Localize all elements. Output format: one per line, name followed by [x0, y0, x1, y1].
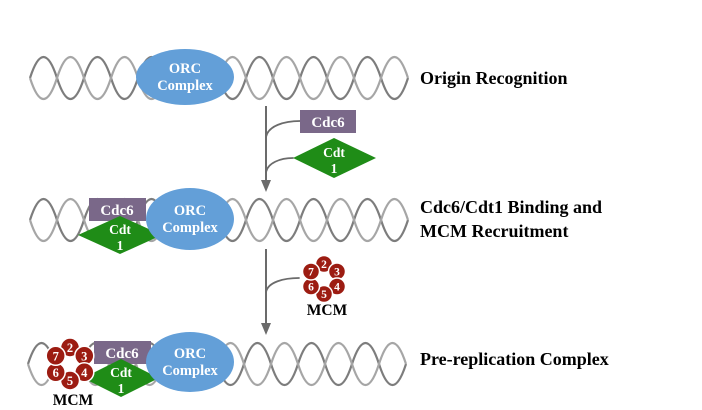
mcm-ring-label-arrow2: MCM	[307, 302, 348, 319]
orc-label-line2-row2: Complex	[162, 220, 218, 236]
mcm-ring-arrow2: 2 3 4 5 6 7	[301, 254, 347, 304]
cdt1-diamond-row3	[83, 359, 159, 397]
orc-label-line1-row1: ORC	[169, 61, 201, 77]
mcm-subunit-7-circle	[45, 345, 66, 367]
mcm-branch-connector	[265, 277, 300, 293]
mcm-ring-label-row3: MCM	[53, 392, 94, 409]
down-arrow-1-head	[261, 180, 271, 192]
cdc6-label-row2: Cdc6	[100, 203, 134, 219]
orc-complex-ellipse-row3	[146, 332, 234, 392]
mcm-subunit-5-number: 5	[321, 289, 327, 301]
orc-label-line1-row3: ORC	[174, 346, 206, 362]
cdt1-label-line2-row3: 1	[118, 381, 125, 396]
mcm-subunit-2-number: 2	[321, 259, 327, 271]
cdc6-label-arrow1: Cdc6	[311, 115, 345, 131]
cdc6-box-row3	[94, 341, 151, 364]
stage-label-cdc6-cdt1-binding: Cdc6/Cdt1 Binding and MCM Recruitment	[420, 195, 602, 243]
cdt1-diamond-row2	[78, 216, 162, 254]
mcm-subunit-7-number: 7	[53, 349, 59, 363]
mcm-subunit-3-number: 3	[334, 267, 340, 279]
stage-label-pre-replication-complex: Pre-replication Complex	[420, 349, 609, 369]
cdt1-label-line1-arrow1: Cdt	[323, 145, 345, 160]
cdt1-label-line1-row3: Cdt	[110, 365, 132, 380]
mcm-subunit-5-number: 5	[67, 374, 73, 388]
orc-label-line1-row2: ORC	[174, 203, 206, 219]
cdc6-box-row2	[89, 198, 146, 221]
mcm-subunit-4-number: 4	[334, 282, 340, 294]
orc-label-line2-row3: Complex	[162, 363, 218, 379]
orc-complex-ellipse-row2	[146, 188, 234, 250]
cdt1-label-line1-row2: Cdt	[109, 222, 131, 237]
down-arrow-2-head	[261, 323, 271, 335]
cdt1-label-line2-arrow1: 1	[331, 161, 338, 176]
cdc6-branch-connector	[265, 120, 301, 138]
mcm-subunit-3-number: 3	[81, 349, 87, 363]
mcm-subunit-7-number: 7	[308, 267, 314, 279]
mcm-subunit-7-circle	[301, 262, 321, 281]
cdc6-box-arrow1	[300, 110, 356, 133]
mcm-subunit-2-number: 2	[67, 341, 73, 355]
orc-label-line2-row1: Complex	[157, 78, 213, 94]
mcm-subunit-4-number: 4	[81, 366, 88, 380]
orc-complex-ellipse-row1	[136, 49, 234, 105]
stage-label-origin-recognition: Origin Recognition	[420, 68, 568, 88]
stage-label-line2: MCM Recruitment	[420, 221, 569, 241]
mcm-subunit-6-number: 6	[308, 282, 314, 294]
stage-label-line1: Cdc6/Cdt1 Binding and	[420, 197, 603, 217]
mcm-subunit-6-number: 6	[53, 366, 59, 380]
mcm-ring-row3: 2 3 4 5 6 7	[45, 337, 95, 391]
cdt1-diamond-arrow1	[293, 138, 376, 178]
cdc6-label-row3: Cdc6	[105, 346, 139, 362]
cdt1-branch-connector	[265, 157, 294, 173]
cdt1-label-line2-row2: 1	[117, 238, 124, 253]
